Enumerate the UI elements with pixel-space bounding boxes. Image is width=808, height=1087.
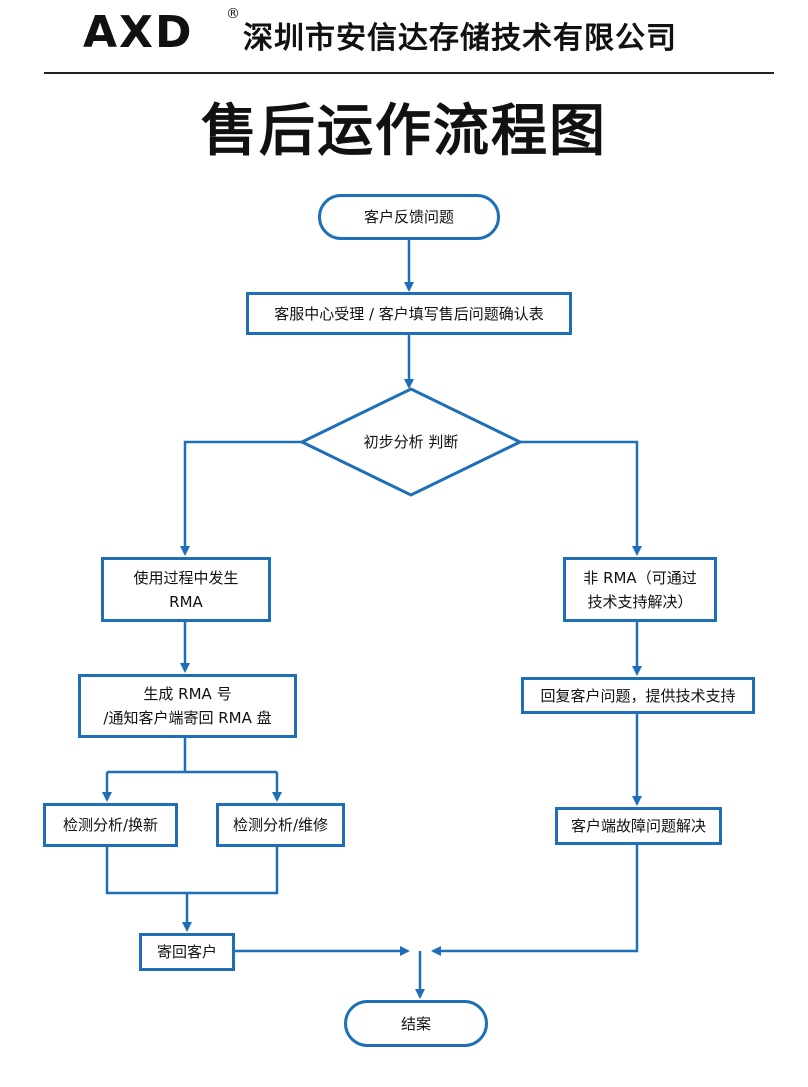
node-end-label: 结案 bbox=[400, 1014, 431, 1033]
node-test-replace: 检测分析/换新 bbox=[43, 803, 178, 847]
arrow-decision-to-rma bbox=[180, 440, 302, 556]
node-test-repair-label: 检测分析/维修 bbox=[232, 816, 329, 834]
node-rma-case-line2: RMA bbox=[169, 592, 203, 611]
node-customer-resolved: 客户端故障问题解决 bbox=[555, 807, 722, 845]
node-rma-case-line1: 使用过程中发生 bbox=[133, 568, 239, 587]
arrow-decision-to-nonrma bbox=[520, 440, 642, 556]
node-start: 客户反馈问题 bbox=[318, 194, 500, 240]
node-end: 结案 bbox=[344, 1000, 488, 1047]
node-test-replace-label: 检测分析/换新 bbox=[62, 816, 159, 834]
header-divider bbox=[44, 72, 774, 74]
node-rma-case: 使用过程中发生 RMA bbox=[101, 557, 271, 622]
company-name: 深圳市安信达存储技术有限公司 bbox=[243, 21, 677, 56]
node-intake: 客服中心受理 / 客户填写售后问题确认表 bbox=[246, 292, 572, 335]
node-customer-resolved-label: 客户端故障问题解决 bbox=[570, 817, 706, 835]
node-generate-rma-line2: /通知客户端寄回 RMA 盘 bbox=[103, 709, 272, 727]
node-reply-support-label: 回复客户问题，提供技术支持 bbox=[540, 686, 736, 705]
node-start-label: 客户反馈问题 bbox=[363, 208, 454, 226]
node-generate-rma: 生成 RMA 号 /通知客户端寄回 RMA 盘 bbox=[78, 674, 297, 738]
company-logo: AXD bbox=[83, 7, 194, 58]
node-non-rma-line1: 非 RMA（可通过 bbox=[583, 568, 697, 587]
decision-diamond bbox=[298, 387, 524, 497]
page-title: 售后运作流程图 bbox=[201, 98, 607, 164]
node-return-customer-label: 寄回客户 bbox=[156, 943, 217, 961]
node-test-repair: 检测分析/维修 bbox=[216, 803, 345, 847]
node-non-rma-line2: 技术支持解决） bbox=[587, 592, 693, 611]
arrow-resolved-to-end bbox=[431, 845, 639, 956]
node-reply-support: 回复客户问题，提供技术支持 bbox=[521, 677, 755, 714]
node-non-rma: 非 RMA（可通过 技术支持解决） bbox=[563, 557, 717, 622]
node-intake-label: 客服中心受理 / 客户填写售后问题确认表 bbox=[274, 304, 544, 323]
registered-mark: ® bbox=[226, 6, 240, 22]
node-return-customer: 寄回客户 bbox=[139, 933, 235, 971]
node-generate-rma-line1: 生成 RMA 号 bbox=[143, 685, 232, 703]
decision-label: 初步分析 判断 bbox=[363, 433, 459, 451]
line-replace-merge bbox=[105, 847, 279, 895]
